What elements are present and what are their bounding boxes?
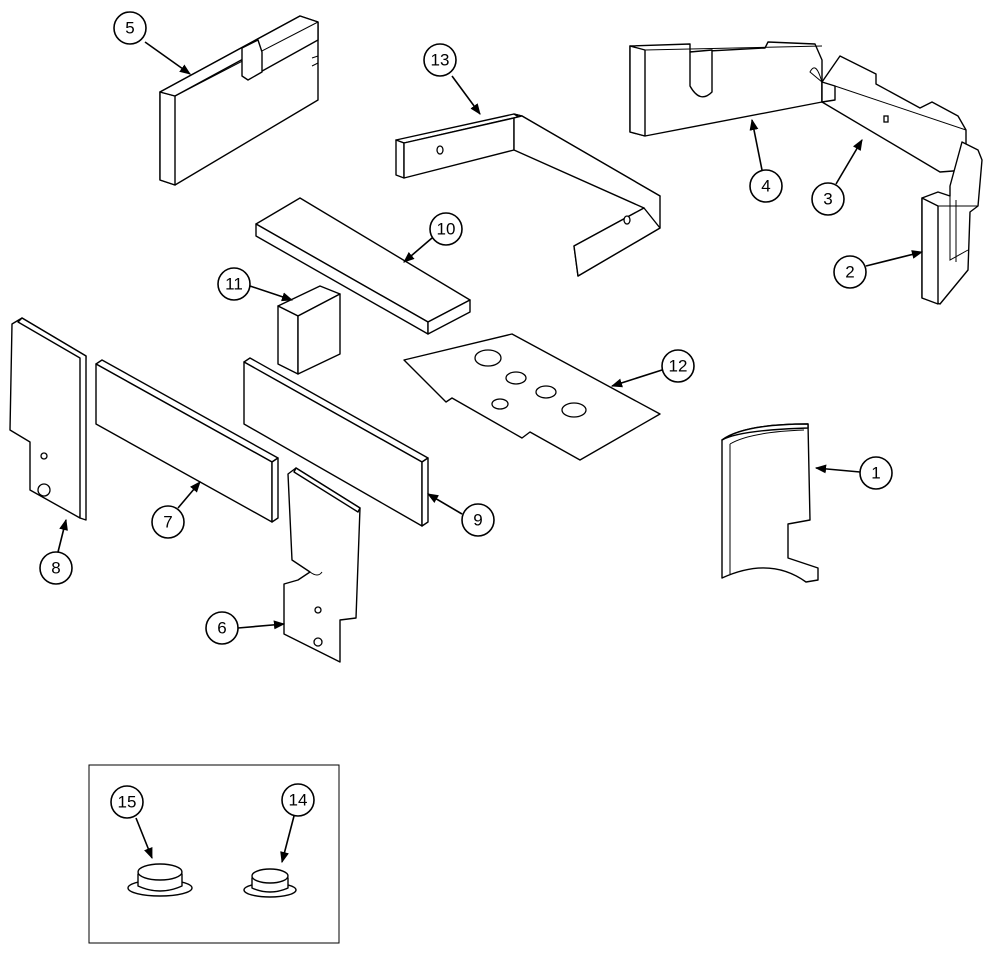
part-13-bracket	[395, 113, 661, 277]
svg-text:13: 13	[431, 51, 450, 70]
hole-icon	[314, 606, 322, 614]
hole-icon	[505, 371, 527, 385]
part-5-panel	[159, 15, 319, 186]
callout-14: 14	[280, 783, 315, 864]
inset-frame	[88, 764, 340, 944]
hole-icon	[37, 483, 51, 497]
part-8-panel	[9, 317, 87, 521]
part-1-curved-shield	[721, 423, 819, 583]
callout-4: 4	[749, 118, 783, 203]
hole-icon	[436, 145, 444, 155]
svg-text:15: 15	[118, 793, 137, 812]
part-4-block	[629, 41, 824, 137]
callout-1: 1	[814, 456, 893, 490]
callout-10: 10	[403, 212, 463, 263]
callout-2: 2	[833, 250, 924, 289]
svg-text:9: 9	[473, 511, 482, 530]
svg-text:12: 12	[669, 357, 688, 376]
hole-icon	[491, 398, 509, 410]
part-7-panel	[95, 359, 279, 523]
part-12-plate	[403, 333, 661, 461]
callout-11: 11	[217, 267, 294, 302]
part-6-panel	[283, 467, 361, 663]
part-3-block	[821, 55, 967, 173]
callout-13: 13	[423, 43, 481, 115]
part-14-plug	[243, 868, 297, 898]
callout-12: 12	[610, 349, 695, 388]
part-2-block	[921, 141, 983, 305]
svg-text:5: 5	[125, 19, 134, 38]
callout-6: 6	[205, 611, 286, 645]
part-11-cube	[277, 285, 341, 375]
callout-5: 5	[113, 11, 191, 75]
svg-text:3: 3	[823, 190, 832, 209]
svg-text:10: 10	[437, 220, 456, 239]
hole-icon	[535, 385, 557, 399]
hole-icon	[313, 637, 323, 647]
callout-3: 3	[811, 139, 863, 216]
svg-text:4: 4	[761, 177, 770, 196]
slot-icon	[883, 115, 889, 123]
hole-icon	[40, 452, 48, 460]
hole-icon	[474, 349, 502, 367]
svg-text:14: 14	[289, 791, 308, 810]
hole-icon	[561, 402, 587, 418]
hole-icon	[623, 215, 631, 225]
svg-text:11: 11	[225, 275, 243, 294]
svg-text:1: 1	[871, 464, 880, 483]
callout-15: 15	[110, 785, 153, 860]
svg-text:6: 6	[217, 619, 226, 638]
svg-text:8: 8	[51, 559, 60, 578]
callout-9: 9	[427, 493, 495, 537]
part-9-panel	[243, 357, 429, 527]
svg-text:7: 7	[163, 513, 172, 532]
svg-text:2: 2	[845, 263, 854, 282]
part-10-board	[255, 197, 471, 335]
callout-7: 7	[151, 481, 201, 539]
part-15-plug	[127, 863, 193, 897]
callout-8: 8	[39, 518, 73, 585]
